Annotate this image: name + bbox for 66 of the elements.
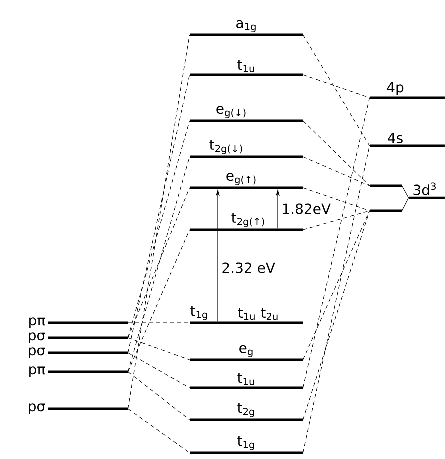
energy-level: pπ — [30, 318, 128, 328]
energy-level: pσ — [29, 348, 128, 358]
edge-label: 2.32 eV — [220, 261, 277, 275]
energy-level — [370, 184, 402, 188]
dashed-line — [302, 188, 370, 212]
energy-level: 4p — [370, 82, 445, 100]
dashed-line — [128, 156, 190, 372]
connector-line — [402, 186, 410, 198]
dashed-line — [128, 322, 190, 324]
dashed-line — [128, 120, 190, 338]
dashed-line — [128, 74, 190, 354]
node-label: pσ — [29, 404, 46, 414]
connector-line — [402, 198, 410, 212]
node-label: t$_{1g}$ — [190, 306, 208, 320]
energy-level: t$_{1u}$ — [190, 60, 303, 76]
edge-label: 1.82eV — [280, 202, 333, 216]
dashed-line — [302, 156, 370, 186]
dashed-line — [128, 352, 190, 388]
node-label: 4s — [388, 133, 403, 144]
node-label: t$_{1g}$ — [238, 436, 254, 450]
dashed-line — [302, 120, 370, 186]
energy-level — [370, 210, 402, 212]
node-label: 3d$^{3}$ — [414, 182, 436, 196]
dashed-line — [128, 372, 190, 420]
energy-level: t$_{2g(↓)}$ — [190, 140, 303, 158]
node-label: pσ — [29, 348, 46, 358]
dashed-line — [128, 338, 190, 360]
dashed-line — [128, 230, 190, 372]
dashed-line — [128, 408, 190, 454]
node-label: pπ — [30, 318, 46, 328]
energy-level: t$_{1g}$ — [190, 436, 303, 454]
energy-level: pπ — [30, 366, 128, 378]
energy-level: t$_{1g}$ t$_{1u}$ t$_{2u}$ — [190, 306, 303, 324]
node-label: pπ — [30, 366, 46, 378]
dashed-line — [302, 146, 370, 454]
dashed-line — [128, 188, 190, 338]
node-label: 4p — [387, 82, 404, 96]
energy-level: 4s — [370, 133, 445, 148]
energy-level: t$_{2g}$ — [190, 403, 303, 422]
node-label: e$_{g}$ — [240, 345, 253, 358]
energy-level: t$_{1u}$ — [190, 373, 303, 390]
dashed-line — [302, 210, 370, 360]
node-label: a$_{1g}$ — [236, 20, 256, 32]
node-label: t$_{2g(↑)}$ — [232, 213, 264, 228]
node-label: e$_{g(↓)}$ — [216, 106, 246, 118]
energy-level: t$_{2g(↑)}$ — [190, 213, 303, 232]
dashed-line — [128, 34, 190, 410]
energy-level: pσ — [29, 332, 128, 344]
energy-level: e$_{g}$ — [190, 345, 303, 362]
node-label: e$_{g(↑)}$ — [226, 173, 256, 186]
dashed-line — [302, 98, 370, 388]
energy-level: a$_{1g}$ — [190, 20, 303, 36]
energy-level: e$_{g(↓)}$ — [190, 106, 303, 122]
node-label: t$_{1u}$ — [238, 60, 254, 72]
node-label: t$_{2g(↓)}$ — [210, 140, 242, 154]
energy-level: 3d$^{3}$ — [409, 182, 445, 200]
node-label: t$_{1u}$ — [238, 373, 254, 386]
dashed-line — [302, 74, 370, 98]
dashed-line — [302, 34, 370, 146]
dashed-line — [302, 210, 370, 420]
energy-level: e$_{g(↑)}$ — [190, 173, 303, 190]
dashed-line — [302, 210, 370, 230]
node-label: t$_{2g}$ — [238, 403, 254, 418]
node-label: t$_{1u}$ t$_{2u}$ — [238, 308, 278, 320]
energy-level: pσ — [29, 404, 128, 414]
node-label: pσ — [29, 332, 46, 344]
